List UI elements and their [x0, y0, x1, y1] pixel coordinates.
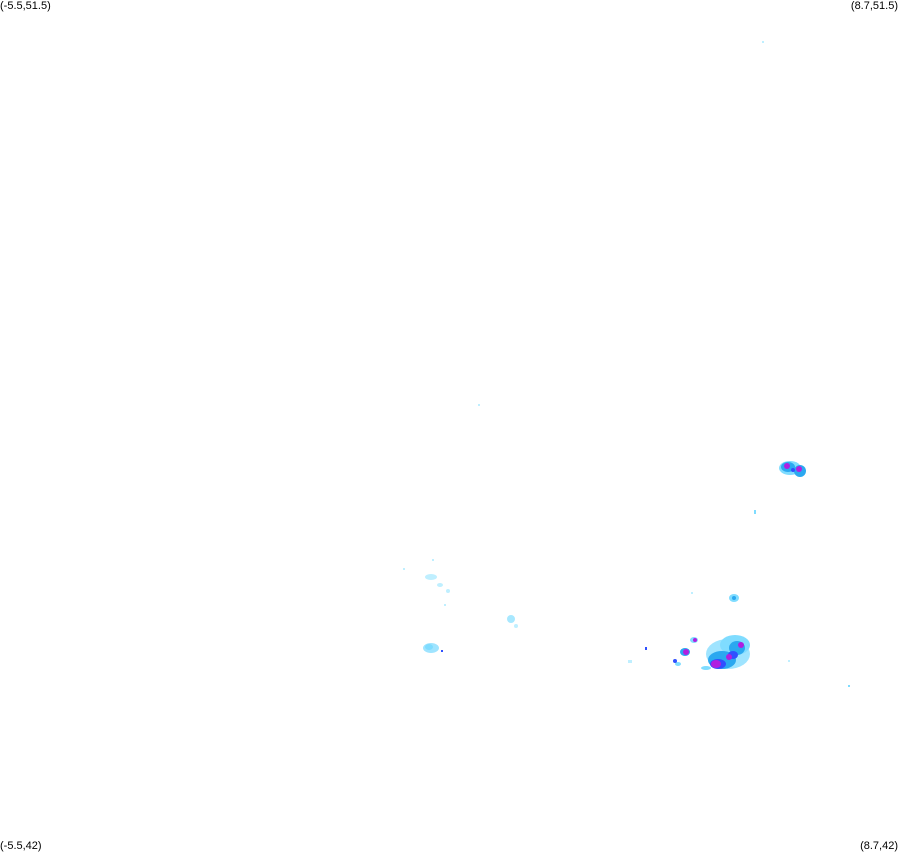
echo-speck: [403, 568, 405, 570]
echo-cell-southeast: [673, 635, 750, 670]
corner-label-bottom-right: (8.7,42): [860, 840, 898, 852]
corner-label-top-right: (8.7,51.5): [850, 0, 898, 12]
echo-specks: [403, 41, 850, 687]
echo-speck: [788, 660, 790, 662]
echo-speck: [762, 41, 764, 43]
echo-speck: [444, 604, 446, 606]
echo-cell-east: [729, 594, 739, 602]
echo-cell-northeast: [779, 461, 806, 477]
echo-speck: [754, 510, 756, 514]
echo-speck: [628, 660, 632, 663]
corner-label-top-left: (-5.5,51.5): [0, 0, 51, 12]
corner-label-bottom-left: (-5.5,42): [0, 840, 42, 852]
echo-speck: [432, 559, 434, 561]
echo-speck: [691, 592, 693, 594]
echo-speck: [478, 404, 480, 406]
echo-speck: [848, 685, 850, 687]
echo-cell-west: [423, 574, 518, 653]
echo-speck: [645, 647, 647, 650]
